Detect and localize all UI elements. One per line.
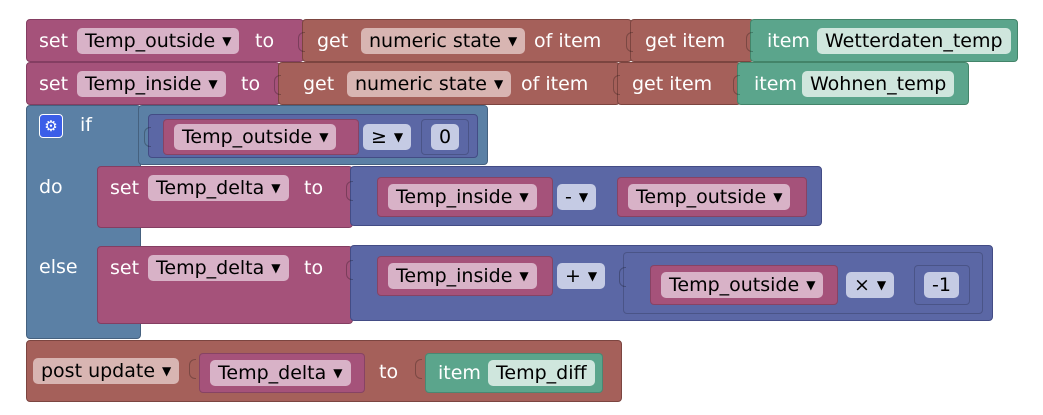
dropdown-arrow-icon: ▼ (393, 130, 404, 144)
dropdown-arrow-icon: ▼ (773, 190, 783, 204)
input-notch-icon (346, 181, 353, 201)
of-item-keyword: of item (534, 30, 602, 52)
action-dropdown[interactable]: post update▼ (33, 358, 180, 384)
else-keyword: else (39, 256, 78, 278)
variable-dropdown[interactable]: Temp_inside▼ (77, 71, 226, 97)
input-notch-icon (613, 75, 620, 95)
operator-dropdown[interactable]: ≥▼ (363, 124, 412, 150)
if-keyword: if (80, 114, 92, 136)
item-block[interactable]: item Temp_diff (425, 353, 603, 393)
to-keyword: to (255, 30, 275, 52)
variable-get-block[interactable]: Temp_delta▼ (199, 353, 365, 393)
input-notch-icon (626, 32, 633, 52)
variable-dropdown[interactable]: Temp_outside▼ (661, 272, 824, 298)
item-name-field[interactable]: Wetterdaten_temp (817, 28, 1011, 54)
set-temp-outside-block[interactable]: set Temp_outside▼ to (26, 19, 304, 62)
item-name-field[interactable]: Temp_diff (488, 360, 595, 386)
dropdown-arrow-icon: ▼ (319, 130, 329, 144)
input-notch-icon (619, 267, 626, 287)
set-temp-delta-block[interactable]: set Temp_delta▼ to (97, 166, 353, 228)
input-notch-icon (346, 260, 353, 280)
dropdown-arrow-icon: ▼ (587, 269, 598, 283)
number-block[interactable]: -1 (914, 265, 970, 305)
input-notch-icon (189, 359, 196, 379)
operator-dropdown[interactable]: +▼ (557, 263, 606, 289)
arithmetic-block[interactable]: Temp_inside▼ -▼ Temp_outside▼ (346, 166, 822, 226)
variable-dropdown[interactable]: Temp_outside▼ (174, 124, 337, 150)
set-temp-inside-block[interactable]: set Temp_inside▼ to (26, 62, 280, 105)
set-keyword: set (110, 177, 140, 199)
variable-get-block[interactable]: Temp_outside▼ (650, 265, 838, 305)
state-type-dropdown[interactable]: numeric state▼ (347, 71, 512, 97)
dropdown-arrow-icon: ▼ (578, 190, 589, 204)
item-keyword: item (754, 73, 797, 95)
input-notch-icon (298, 32, 305, 52)
variable-get-block[interactable]: Temp_outside▼ (163, 119, 359, 155)
item-name-field[interactable]: Wohnen_temp (802, 71, 955, 97)
dropdown-arrow-icon: ▼ (806, 278, 816, 292)
item-block[interactable]: item Wetterdaten_temp (746, 19, 1018, 62)
input-notch-icon (415, 359, 422, 379)
dropdown-arrow-icon: ▼ (494, 77, 504, 91)
dropdown-arrow-icon: ▼ (876, 278, 887, 292)
dropdown-arrow-icon: ▼ (333, 366, 343, 380)
number-field[interactable]: -1 (924, 272, 959, 298)
variable-dropdown[interactable]: Temp_inside▼ (388, 263, 537, 289)
input-notch-icon (733, 75, 740, 95)
get-state-block[interactable]: get numeric state▼ of item (274, 62, 620, 105)
dropdown-arrow-icon: ▼ (519, 190, 529, 204)
set-keyword: set (39, 30, 69, 52)
get-keyword: get (303, 73, 335, 95)
to-keyword: to (241, 73, 261, 95)
gear-icon[interactable]: ⚙ (39, 114, 63, 138)
get-item-keyword: get item (632, 73, 713, 95)
variable-dropdown[interactable]: Temp_inside▼ (388, 184, 537, 210)
variable-dropdown[interactable]: Temp_delta▼ (210, 360, 351, 386)
variable-get-block[interactable]: Temp_outside▼ (617, 177, 807, 217)
number-field[interactable]: 0 (431, 124, 460, 150)
to-keyword: to (379, 361, 399, 383)
do-keyword: do (39, 176, 63, 198)
post-update-block[interactable]: post update▼ Temp_delta▼ to item Temp_di… (26, 340, 622, 402)
item-keyword: item (438, 362, 481, 384)
dropdown-arrow-icon: ▼ (208, 77, 218, 91)
set-temp-delta-block[interactable]: set Temp_delta▼ to (97, 246, 353, 324)
get-item-block[interactable]: get item (626, 19, 754, 62)
arithmetic-block[interactable]: Temp_inside▼ +▼ Temp_outside▼ ×▼ -1 (346, 245, 993, 321)
dropdown-arrow-icon: ▼ (222, 34, 232, 48)
item-block[interactable]: item Wohnen_temp (733, 62, 969, 105)
variable-dropdown[interactable]: Temp_outside▼ (77, 28, 240, 54)
comparison-block[interactable]: Temp_outside▼ ≥▼ 0 (144, 114, 478, 158)
variable-get-block[interactable]: Temp_inside▼ (377, 256, 553, 296)
input-notch-icon (274, 75, 281, 95)
variable-dropdown[interactable]: Temp_delta▼ (148, 255, 289, 281)
dropdown-arrow-icon: ▼ (519, 269, 529, 283)
get-item-keyword: get item (645, 30, 726, 52)
variable-dropdown[interactable]: Temp_delta▼ (148, 175, 289, 201)
number-block[interactable]: 0 (421, 119, 469, 155)
dropdown-arrow-icon: ▼ (271, 181, 281, 195)
set-keyword: set (39, 73, 69, 95)
of-item-keyword: of item (521, 73, 589, 95)
nested-arithmetic-block[interactable]: Temp_outside▼ ×▼ -1 (619, 252, 983, 314)
dropdown-arrow-icon: ▼ (508, 34, 518, 48)
get-keyword: get (317, 30, 349, 52)
operator-dropdown[interactable]: -▼ (557, 184, 597, 210)
variable-get-block[interactable]: Temp_inside▼ (377, 177, 553, 217)
input-notch-icon (144, 127, 151, 147)
to-keyword: to (304, 177, 324, 199)
dropdown-arrow-icon: ▼ (162, 364, 172, 378)
variable-dropdown[interactable]: Temp_outside▼ (628, 184, 791, 210)
set-keyword: set (110, 257, 140, 279)
input-notch-icon (746, 32, 753, 52)
dropdown-arrow-icon: ▼ (271, 261, 281, 275)
operator-dropdown[interactable]: ×▼ (846, 272, 895, 298)
get-item-block[interactable]: get item (613, 62, 741, 105)
get-state-block[interactable]: get numeric state▼ of item (298, 19, 632, 62)
item-keyword: item (767, 30, 810, 52)
state-type-dropdown[interactable]: numeric state▼ (361, 28, 526, 54)
to-keyword: to (304, 257, 324, 279)
